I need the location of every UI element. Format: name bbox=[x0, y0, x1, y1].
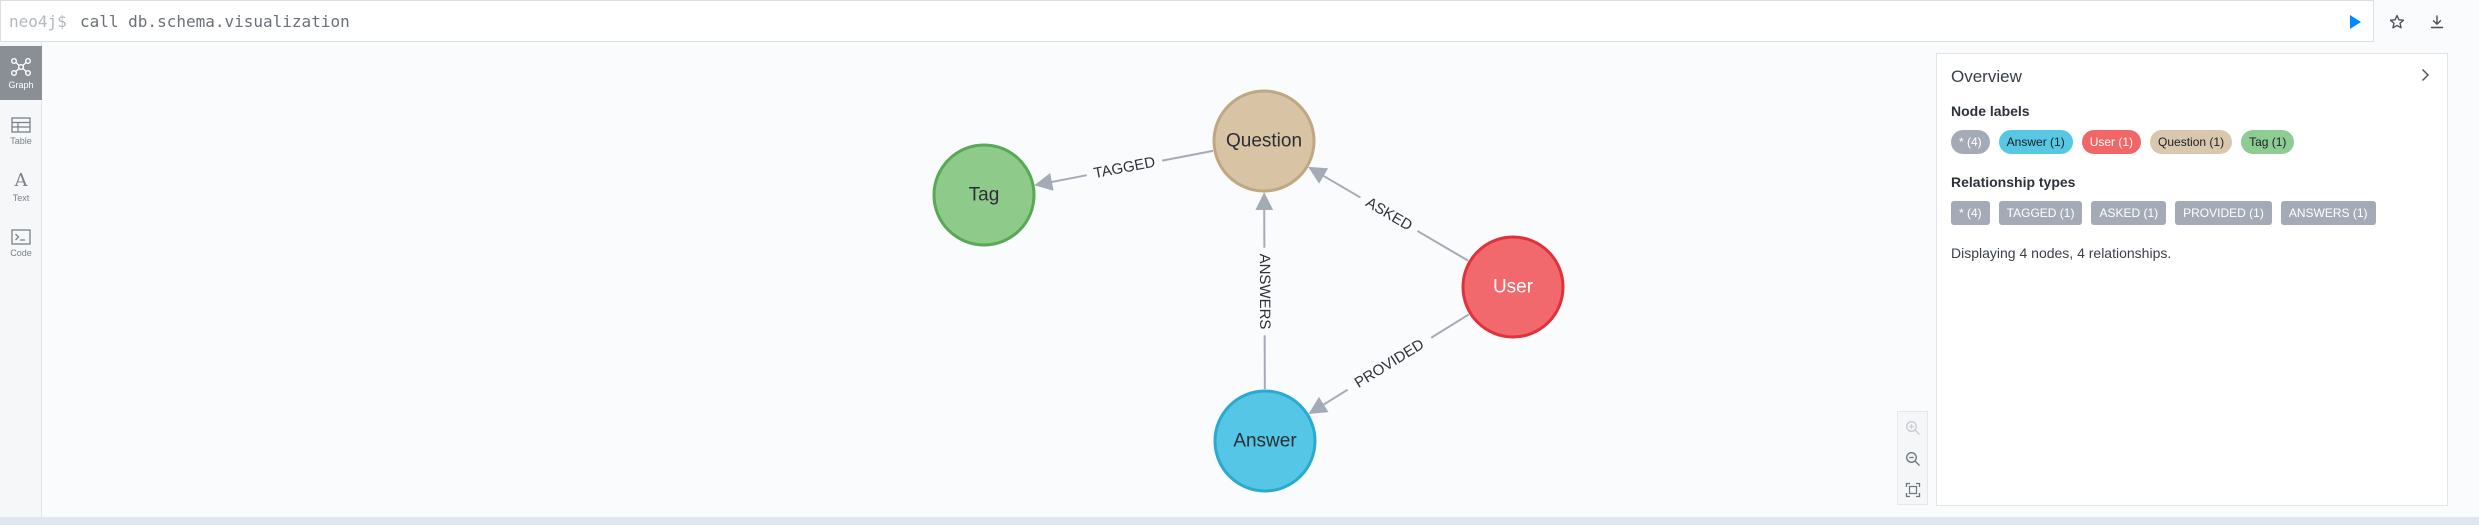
graph-visualization[interactable]: TAGGED ASKED ANSWERS PROVIDED QuestionTagUs… bbox=[42, 42, 1942, 517]
text-icon: A bbox=[14, 169, 28, 191]
overview-summary: Displaying 4 nodes, 4 relationships. bbox=[1951, 245, 2172, 261]
zoom-out-icon bbox=[1906, 452, 1920, 466]
chevron-right-icon bbox=[2422, 69, 2429, 81]
node-circle bbox=[1212, 89, 1316, 193]
relationship-arrow bbox=[1308, 166, 1361, 199]
rel-type-chip-answers[interactable]: ANSWERS (1) bbox=[2280, 201, 2376, 225]
star-icon bbox=[2389, 14, 2405, 29]
relationship-line bbox=[1416, 230, 1469, 262]
relationship-line bbox=[1430, 313, 1470, 339]
node-label: User bbox=[1493, 277, 1534, 298]
sidebar-item-label: Text bbox=[12, 192, 30, 203]
collapse-panel-button[interactable] bbox=[2415, 65, 2435, 85]
bottom-frame-edge bbox=[0, 517, 2479, 525]
relationship-arrow bbox=[1308, 388, 1349, 414]
node-circle bbox=[932, 143, 1036, 247]
overview-title: Overview bbox=[1951, 67, 2022, 86]
zoom-out-button[interactable] bbox=[1903, 449, 1923, 469]
sidebar-item-label: Code bbox=[10, 247, 32, 258]
relationship-asked[interactable]: ASKED bbox=[1308, 166, 1469, 262]
zoom-in-button[interactable] bbox=[1903, 418, 1923, 438]
node-label-chips: * (4) Answer (1) User (1) Question (1) T… bbox=[1951, 130, 2295, 154]
editor-prompt: neo4j$ bbox=[9, 12, 67, 31]
node-labels-heading: Node labels bbox=[1951, 103, 2030, 119]
node-tag[interactable]: Tag bbox=[932, 143, 1036, 247]
overview-panel: Overview Node labels * (4) Answer (1) Us… bbox=[1936, 53, 2448, 506]
relationship-arrow bbox=[1034, 173, 1087, 191]
node-label: Question bbox=[1226, 131, 1302, 152]
download-button[interactable] bbox=[2426, 11, 2448, 33]
view-sidebar: Graph Table A Text Code bbox=[0, 42, 42, 517]
rel-type-chip-asked[interactable]: ASKED (1) bbox=[2091, 201, 2167, 225]
zoom-in-icon bbox=[1906, 421, 1920, 435]
node-label-chip-answer[interactable]: Answer (1) bbox=[1998, 130, 2073, 154]
run-query-button[interactable] bbox=[2344, 11, 2366, 33]
node-question[interactable]: Question bbox=[1212, 89, 1316, 193]
node-user[interactable]: User bbox=[1461, 235, 1565, 339]
rel-type-chip-tagged[interactable]: TAGGED (1) bbox=[1998, 201, 2083, 225]
relationship-provided[interactable]: PROVIDED bbox=[1308, 313, 1470, 414]
fit-screen-icon bbox=[1905, 482, 1921, 498]
relationship-type-chips: * (4) TAGGED (1) ASKED (1) PROVIDED (1) … bbox=[1951, 201, 2376, 225]
node-answer[interactable]: Answer bbox=[1213, 389, 1317, 493]
node-label-chip-tag[interactable]: Tag (1) bbox=[2241, 130, 2295, 154]
relationship-answers[interactable]: ANSWERS bbox=[1255, 192, 1274, 390]
relationship-label: TAGGED bbox=[1092, 154, 1156, 183]
node-label-chip-all[interactable]: * (4) bbox=[1951, 130, 1990, 154]
node-circle bbox=[1213, 389, 1317, 493]
rel-type-chip-all[interactable]: * (4) bbox=[1951, 201, 1990, 225]
sidebar-item-label: Graph bbox=[8, 79, 34, 90]
query-input[interactable]: call db.schema.visualization bbox=[80, 12, 350, 31]
sidebar-item-label: Table bbox=[10, 135, 32, 146]
sidebar-item-code[interactable]: Code bbox=[0, 216, 42, 270]
zoom-controls bbox=[1897, 411, 1928, 505]
relationship-line bbox=[1162, 149, 1214, 162]
node-label-chip-user[interactable]: User (1) bbox=[2081, 130, 2142, 154]
favorite-button[interactable] bbox=[2386, 11, 2408, 33]
relationship-label: ASKED bbox=[1363, 194, 1416, 234]
sidebar-item-text[interactable]: A Text bbox=[0, 160, 42, 214]
node-label-chip-question[interactable]: Question (1) bbox=[2150, 130, 2233, 154]
relationship-label: PROVIDED bbox=[1352, 336, 1428, 392]
sidebar-item-table[interactable]: Table bbox=[0, 104, 42, 158]
relationship-tagged[interactable]: TAGGED bbox=[1034, 149, 1214, 191]
query-editor-bar: neo4j$ call db.schema.visualization bbox=[0, 0, 2444, 42]
play-icon bbox=[2350, 15, 2361, 29]
node-label: Tag bbox=[969, 185, 1000, 206]
sidebar-item-graph[interactable]: Graph bbox=[0, 46, 42, 100]
node-circle bbox=[1461, 235, 1565, 339]
relationship-types-heading: Relationship types bbox=[1951, 174, 2076, 190]
table-icon bbox=[11, 116, 31, 133]
rel-type-chip-provided[interactable]: PROVIDED (1) bbox=[2175, 201, 2272, 225]
code-icon bbox=[11, 228, 31, 245]
relationship-label: ANSWERS bbox=[1256, 254, 1273, 330]
fit-to-screen-button[interactable] bbox=[1903, 480, 1923, 500]
node-label: Answer bbox=[1233, 431, 1297, 452]
download-icon bbox=[2430, 15, 2444, 29]
graph-icon bbox=[11, 57, 31, 76]
